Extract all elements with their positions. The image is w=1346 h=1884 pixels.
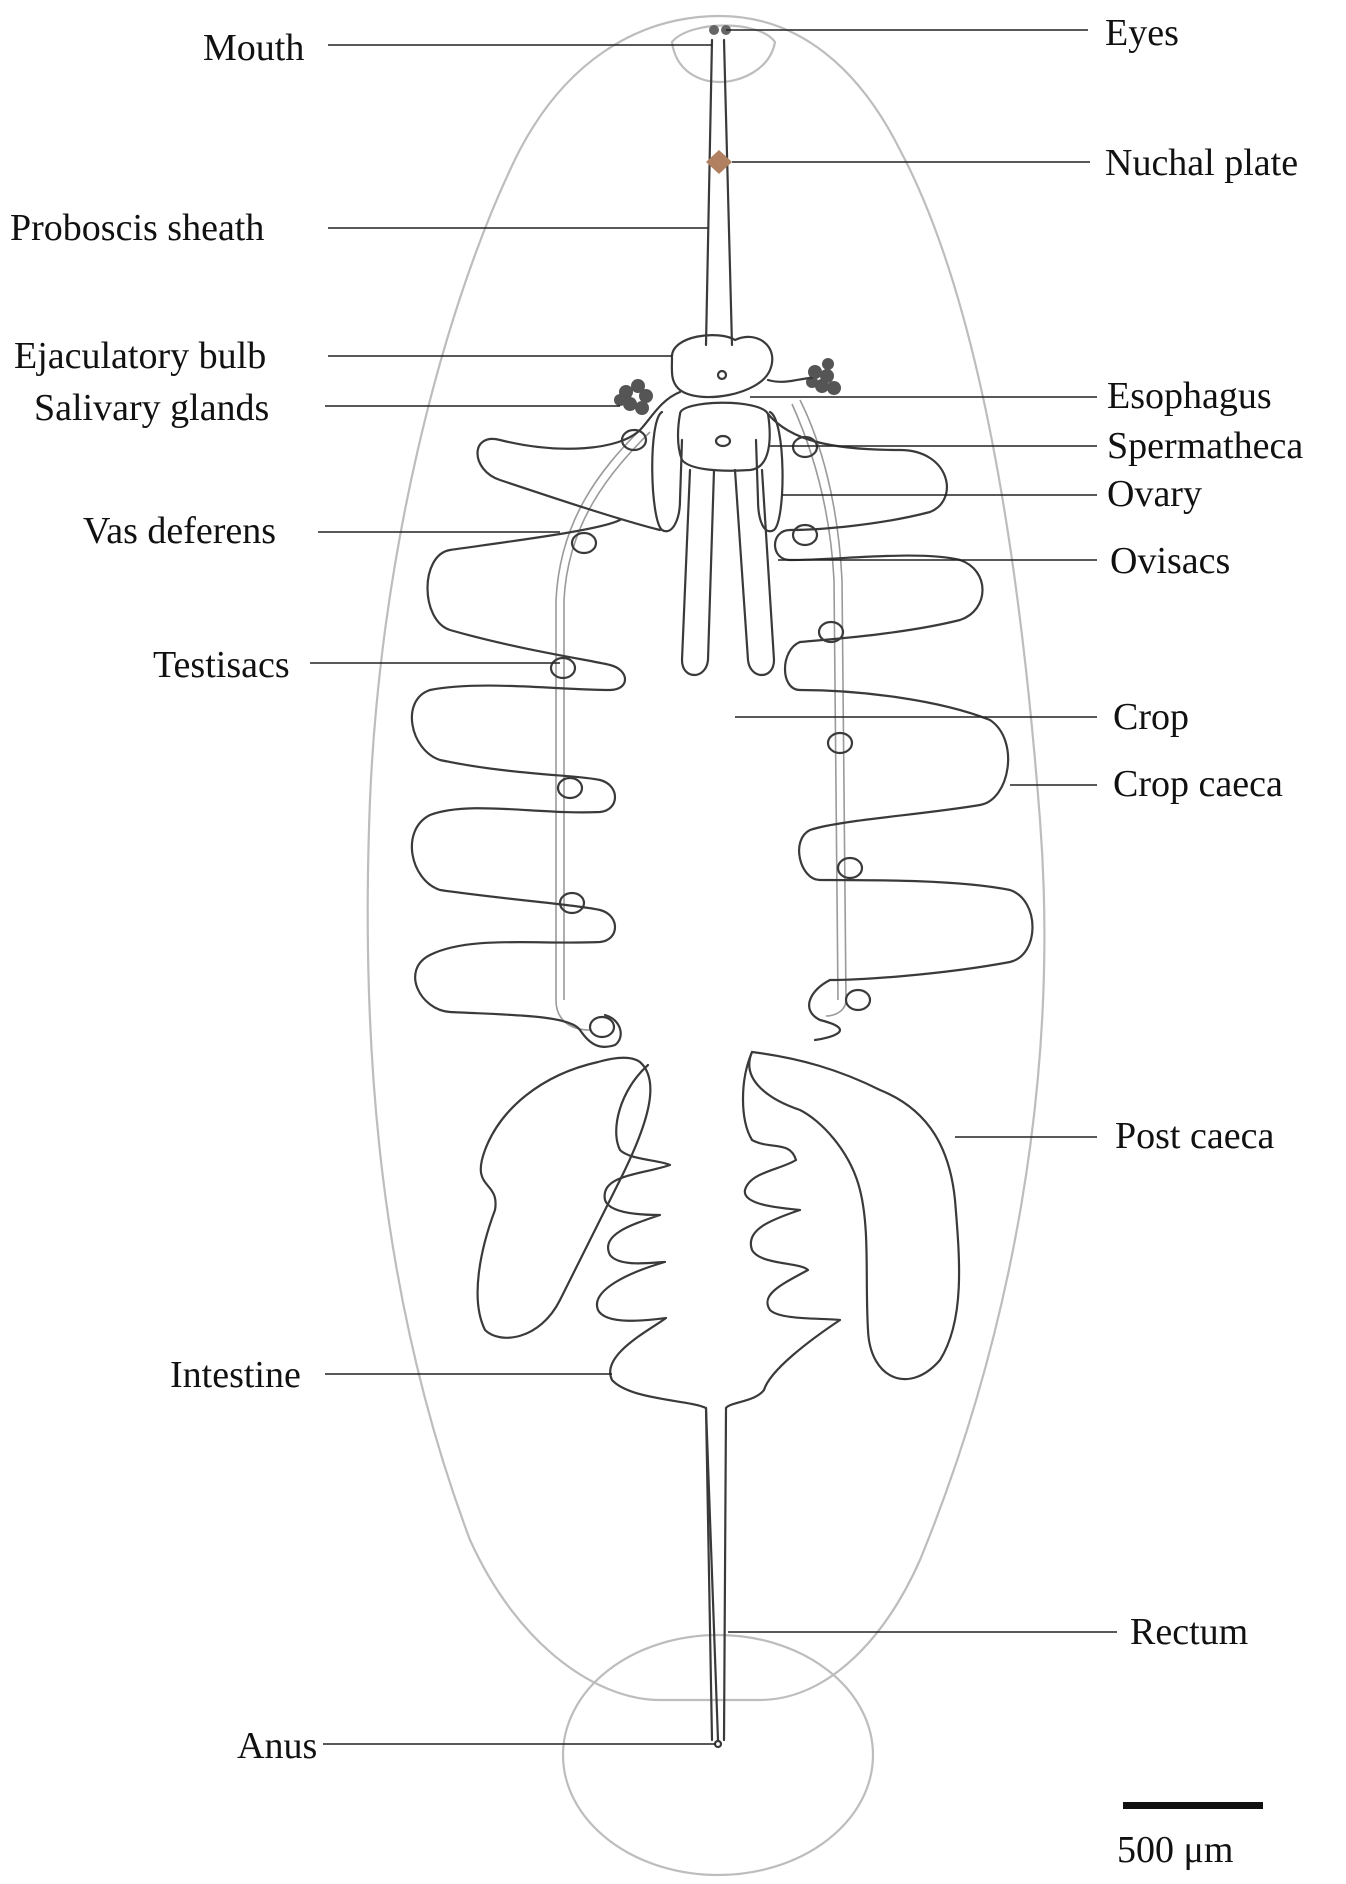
label-vas-deferens: Vas deferens [83,510,276,552]
scale-bar [1123,1802,1263,1809]
label-esophagus: Esophagus [1107,375,1272,417]
crop-caecum-right-3 [809,980,840,1040]
intestine [597,1052,840,1740]
label-spermatheca: Spermatheca [1107,425,1303,467]
label-proboscis-sheath: Proboscis sheath [10,207,264,249]
testisac-r5 [838,858,862,878]
label-rectum: Rectum [1130,1611,1248,1653]
crop-caecum-left-4 [415,955,621,1047]
label-intestine: Intestine [170,1354,301,1396]
label-eyes: Eyes [1105,12,1179,54]
label-salivary-glands: Salivary glands [34,387,269,429]
label-ovisacs: Ovisacs [1110,540,1230,582]
label-mouth: Mouth [203,27,304,69]
post-caecum-left [478,1058,651,1338]
label-post-caeca: Post caeca [1115,1115,1274,1157]
testisac-r6 [846,990,870,1010]
crop-caecum-right-1 [768,414,983,642]
testisac-l4 [558,778,582,798]
scale-bar-label: 500 μm [1117,1829,1233,1871]
testisac-l6 [590,1017,614,1037]
crop-caecum-left-3 [412,690,615,955]
testisac-l3 [551,658,575,678]
proboscis-sheath [706,40,732,345]
salivary-gland-right [806,358,841,395]
eye-left [709,25,719,35]
ovisac-right [735,470,774,675]
ovisac-left [682,470,714,675]
post-caecum-right [749,1052,959,1379]
label-ejaculatory-bulb: Ejaculatory bulb [14,335,266,377]
label-crop-caeca: Crop caeca [1113,763,1283,805]
testisac-r1 [793,437,817,457]
ejaculatory-bulb [672,335,772,397]
label-crop: Crop [1113,696,1189,738]
crop-caecum-right-2 [785,642,1033,980]
testisac-l2 [572,533,596,553]
testisac-r4 [828,733,852,753]
vas-deferens-right [800,400,846,1016]
posterior-sucker [563,1635,873,1875]
esophagus [640,378,812,430]
label-anus: Anus [237,1725,317,1767]
crop-caecum-left-1 [478,430,661,530]
salivary-gland-left [614,379,653,415]
label-ovary: Ovary [1107,473,1202,515]
spermatheca-pore [716,436,730,446]
vas-deferens-left-2 [564,432,650,1000]
ejaculatory-pore [718,371,726,379]
label-testisacs: Testisacs [153,644,290,686]
testisac-r2 [793,525,817,545]
label-nuchal-plate: Nuchal plate [1105,142,1298,184]
